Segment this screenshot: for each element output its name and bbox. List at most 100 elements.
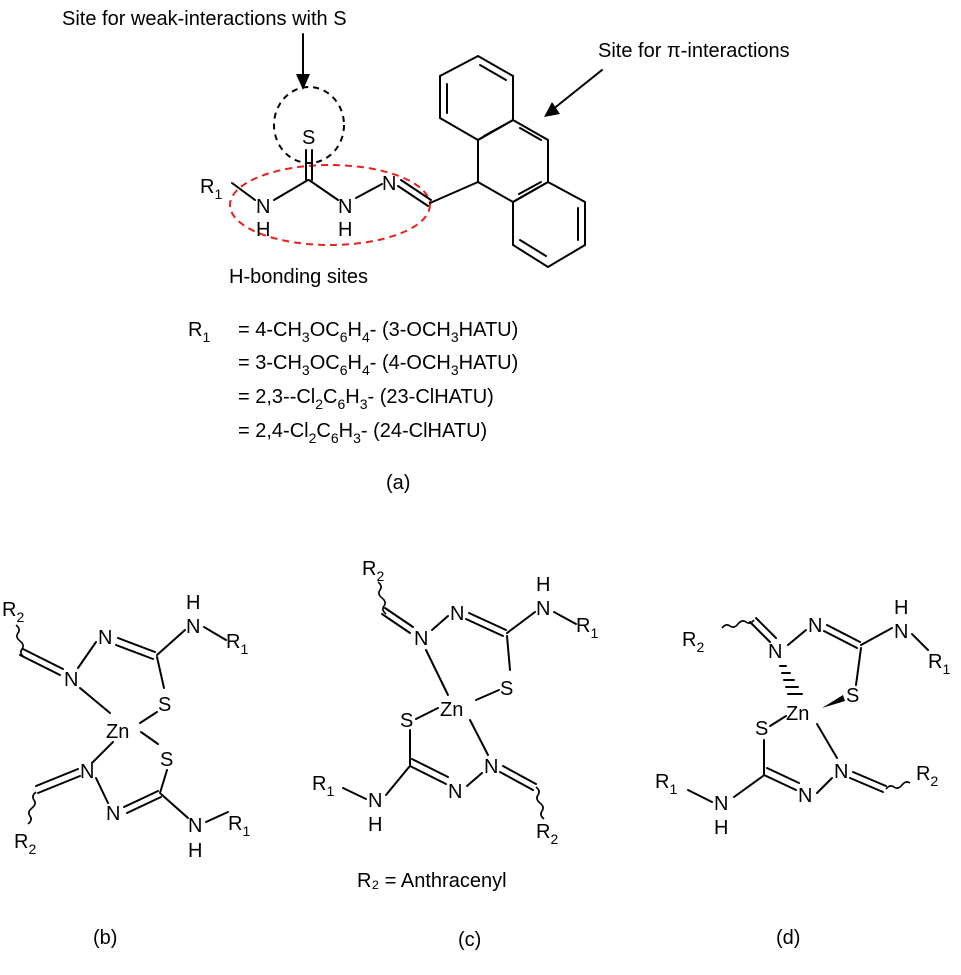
atom-zn: Zn — [106, 721, 129, 743]
bond-c-s — [506, 635, 511, 671]
atom-n: N — [80, 761, 94, 783]
atom-n: N — [188, 815, 202, 837]
bond-s-zn — [475, 689, 500, 701]
atom-h1: H — [256, 219, 270, 241]
bond-n3-ch-2 — [400, 179, 432, 201]
bond-n-n — [466, 772, 483, 787]
atom-h: H — [536, 574, 550, 596]
bond-c-nh — [733, 775, 764, 798]
atom-n1: N — [256, 196, 270, 218]
bond-ch-n-2 — [755, 617, 777, 639]
panel-d: R2 N N H N R1 S Zn S N N — [655, 597, 950, 949]
bond-n-zn — [425, 649, 449, 696]
bond-n-n — [77, 641, 97, 669]
bond-c-nh — [506, 611, 536, 634]
atom-n3: N — [382, 173, 396, 195]
atom-h: H — [894, 597, 908, 619]
atom-n: N — [808, 615, 822, 637]
bond-n-c-1 — [117, 637, 156, 653]
panel-label-b: (b) — [93, 927, 117, 949]
substituent-row: = 2,4-Cl2C6H3- (24-ClHATU) — [238, 420, 487, 446]
atom-r2: R2 — [916, 763, 938, 789]
bond-n-ch-1 — [852, 771, 887, 787]
atom-r2: R2 — [536, 821, 558, 847]
bond-n1-c — [273, 179, 309, 201]
bond-c-nh — [160, 793, 189, 819]
bond-c-s — [855, 647, 862, 686]
bond-ch-n-2 — [384, 607, 414, 628]
atom-r2: R2 — [14, 831, 36, 857]
bond-n-r1 — [205, 811, 229, 823]
panel-a: Site for weak-interactions with S Site f… — [62, 8, 790, 494]
bond-c-s — [156, 656, 165, 689]
bond-n-c-2 — [115, 644, 154, 660]
wavy-bond — [27, 791, 37, 825]
bond-n-ch-1 — [502, 765, 537, 785]
bond-n-n — [816, 777, 833, 794]
atom-n2: N — [338, 196, 352, 218]
atom-s: S — [500, 678, 513, 700]
atom-s: S — [400, 710, 413, 732]
atom-r2: R2 — [362, 558, 384, 584]
bond-n-n — [95, 777, 109, 804]
atom-s: S — [160, 749, 173, 771]
bond-n-ch-2 — [499, 771, 534, 791]
panel-b: R2 N N H N R1 S Zn S N R2 N N H R1 — [2, 592, 250, 949]
bond-n-r1 — [687, 789, 713, 803]
bond-ch-n-1 — [381, 613, 411, 634]
atom-r1: R1 — [200, 176, 222, 202]
arrow-head-weak — [296, 74, 310, 90]
bond-n-c-1 — [123, 790, 159, 808]
atom-r1: R1 — [576, 615, 598, 641]
bond-n-c-1 — [468, 612, 507, 631]
atom-n: N — [98, 627, 112, 649]
substituent-row: = 4-CH3OC6H4- (3-OCH3HATU) — [238, 319, 518, 345]
atom-n: N — [894, 621, 908, 643]
atom-s: S — [755, 718, 768, 740]
atom-n: N — [414, 628, 428, 650]
atom-n: N — [368, 790, 382, 812]
atom-n: N — [834, 761, 848, 783]
anthracene-ring — [439, 54, 586, 269]
bond-zn-n — [91, 741, 114, 764]
atom-h: H — [186, 592, 200, 614]
bond-s-c — [159, 769, 168, 794]
atom-r1: R1 — [226, 631, 248, 657]
atom-s: S — [846, 685, 859, 707]
atom-n: N — [186, 616, 200, 638]
bond-c-n2 — [308, 179, 339, 201]
bond-zn-s — [140, 731, 159, 745]
bond-n-r1 — [911, 633, 929, 651]
atom-n: N — [450, 603, 464, 625]
bond-c-n-2 — [766, 767, 800, 784]
substituent-row: = 3-CH3OC6H4- (4-OCH3HATU) — [238, 352, 518, 378]
bond-n-r1 — [553, 611, 577, 625]
atom-n: N — [484, 756, 498, 778]
hashed-bond — [779, 665, 803, 695]
bond-c-n-1 — [409, 765, 447, 785]
atom-h2: H — [338, 219, 352, 241]
bond-n-c-2 — [465, 618, 504, 637]
atom-r1: R1 — [228, 813, 250, 839]
atom-n: N — [714, 793, 728, 815]
bond-n2-n3 — [355, 183, 383, 199]
r2-definition: R₂ = Anthracenyl — [357, 870, 507, 892]
hbond-site-ellipse — [229, 164, 431, 246]
bond-r1-n — [231, 182, 256, 201]
panel-c: R2 N N H N R1 S Zn S N N R2 N H R1 — [312, 558, 598, 951]
bond-ch-n — [19, 654, 61, 676]
bond-c-n-2 — [411, 758, 449, 778]
bond-n3-ch-1 — [397, 185, 429, 207]
atom-n: N — [798, 785, 812, 807]
substituent-list: = 4-CH3OC6H4- (3-OCH3HATU) = 3-CH3OC6H4-… — [238, 319, 518, 446]
panel-label-d: (d) — [776, 927, 800, 949]
atom-s: S — [158, 694, 171, 716]
atom-n: N — [536, 598, 550, 620]
atom-n: N — [64, 669, 78, 691]
pi-interaction-label: Site for π-interactions — [598, 40, 790, 62]
s-site-circle — [273, 86, 345, 164]
bond-s-zn — [769, 715, 787, 727]
arrow-head-pi — [544, 102, 560, 117]
bond-n-n — [787, 629, 807, 646]
atom-r1: R1 — [928, 651, 950, 677]
